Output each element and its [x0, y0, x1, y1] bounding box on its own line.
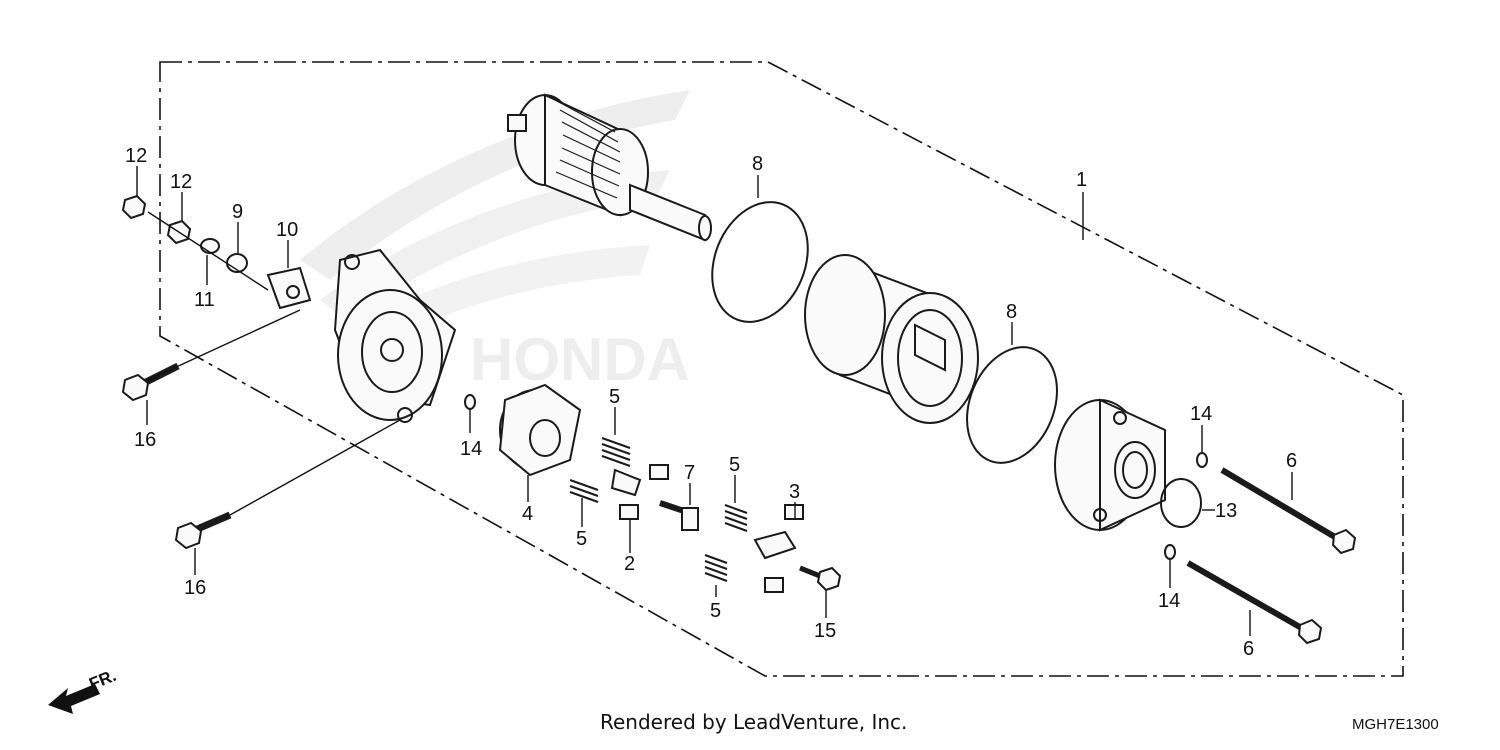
front-direction-marker: FR. — [48, 666, 119, 714]
footer-credit: Rendered by LeadVenture, Inc. — [600, 710, 908, 734]
callout-5b: 5 — [729, 454, 740, 476]
callout-6b: 6 — [1243, 638, 1254, 660]
callout-15: 15 — [814, 620, 836, 642]
callout-2: 2 — [624, 553, 635, 575]
callout-13: 13 — [1215, 500, 1237, 522]
callout-labels: 12 12 9 10 11 16 16 8 1 8 5 14 5 7 3 14 … — [125, 145, 1297, 660]
callout-4: 4 — [522, 503, 533, 525]
callout-3: 3 — [789, 481, 800, 503]
long-bolts-6 — [1186, 467, 1357, 645]
front-cover-part — [1054, 398, 1166, 532]
callout-9: 9 — [232, 201, 243, 223]
callout-5d: 5 — [710, 600, 721, 622]
callout-12a: 12 — [125, 145, 147, 167]
armature-part — [507, 93, 712, 242]
brush-holder-part — [498, 383, 582, 477]
callout-10: 10 — [276, 219, 298, 241]
callout-6a: 6 — [1286, 450, 1297, 472]
front-arrow-icon — [48, 684, 100, 714]
leader-lines — [136, 166, 1293, 636]
callout-16a: 16 — [134, 429, 156, 451]
bolt-7-part — [659, 500, 699, 531]
screw-15-part — [799, 565, 842, 592]
o-ring-8b — [966, 346, 1058, 464]
front-marker-text: FR. — [86, 666, 119, 694]
callout-16b: 16 — [184, 577, 206, 599]
assembly-frame — [159, 61, 1404, 677]
callout-5a: 5 — [609, 386, 620, 408]
brush-springs — [569, 437, 748, 582]
callout-8b: 8 — [1006, 301, 1017, 323]
mounting-bolts-16 — [121, 362, 232, 550]
callout-12b: 12 — [170, 171, 192, 193]
brush-parts — [610, 464, 804, 593]
yoke-part — [804, 254, 979, 424]
rear-cover-part — [333, 248, 457, 423]
callout-7: 7 — [684, 462, 695, 484]
terminal-insulator-part — [266, 266, 312, 310]
callout-1: 1 — [1076, 169, 1087, 191]
diagram-code: MGH7E1300 — [1352, 716, 1439, 733]
watermark-text: HONDA — [470, 326, 690, 393]
callout-14b: 14 — [1190, 403, 1212, 425]
o-ring-8a — [711, 201, 809, 323]
callout-5c: 5 — [576, 528, 587, 550]
callout-14a: 14 — [460, 438, 482, 460]
callout-11: 11 — [194, 289, 215, 311]
callout-14c: 14 — [1158, 590, 1180, 612]
callout-8a: 8 — [752, 153, 763, 175]
